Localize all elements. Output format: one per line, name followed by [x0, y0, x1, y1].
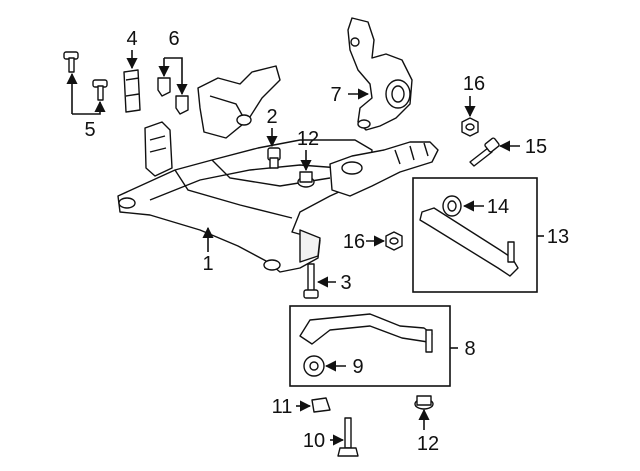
clip-6b: [175, 95, 189, 115]
callout-10: 10: [303, 430, 325, 452]
leader-lines: [66, 50, 544, 446]
callout-3: 3: [340, 272, 351, 294]
callout-7: 7: [330, 84, 341, 106]
callout-13: 13: [547, 226, 569, 248]
callout-4: 4: [126, 28, 137, 50]
kit-box-13: [412, 177, 538, 293]
callout-16-mid: 16: [343, 231, 365, 253]
insulator-4: [123, 69, 141, 113]
nut-16b: [385, 231, 403, 251]
callout-11: 11: [272, 396, 293, 418]
callout-12-top: 12: [297, 128, 319, 150]
bolt-3: [303, 263, 319, 299]
callout-6: 6: [168, 28, 179, 50]
callout-2: 2: [266, 106, 277, 128]
upper-arm-8: [299, 313, 433, 353]
callout-16-top: 16: [463, 73, 485, 95]
callout-1: 1: [202, 253, 213, 275]
clip-6a: [157, 77, 171, 97]
nut-16a: [461, 117, 479, 137]
nut-12a: [297, 171, 315, 188]
nut-12b: [414, 395, 434, 410]
bolt-5a: [63, 51, 79, 73]
bolt-2: [267, 147, 281, 169]
clip-11: [311, 397, 331, 413]
callout-9: 9: [352, 356, 363, 378]
callout-labels: 1 2 3 4 5 6 7 8 9 10 11 12 12 13 14 15 1…: [84, 28, 569, 455]
knuckle-part: [347, 17, 413, 131]
bolt-10: [337, 417, 359, 457]
callout-8: 8: [464, 338, 475, 360]
callout-12-bottom: 12: [417, 433, 439, 455]
bolt-15: [469, 137, 500, 167]
bushing-9: [303, 355, 325, 377]
bolt-5b: [92, 79, 108, 101]
callout-15: 15: [525, 136, 547, 158]
callout-14: 14: [487, 196, 509, 218]
callout-5: 5: [84, 119, 95, 141]
bushing-14: [442, 195, 462, 217]
lower-arm-13: [419, 207, 519, 277]
kit-box-8: [289, 305, 451, 387]
